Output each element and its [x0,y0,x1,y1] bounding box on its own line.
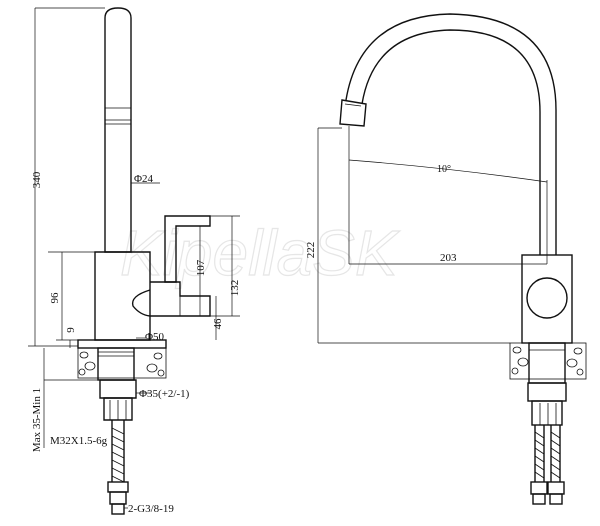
dim-lever-height: 46 [212,318,224,330]
spout-arc-outer [345,13,557,255]
dim-reach: 203 [440,252,457,264]
spout-tube [104,7,132,253]
faucet-body-front [521,254,573,344]
supply-hose [107,420,129,515]
dim-body-height: 96 [49,292,61,304]
countertop-section-right [511,346,584,376]
dim-outlet-height: 222 [305,242,317,259]
front-view: 10° 203 222 [305,13,587,505]
countertop-section [78,351,165,377]
rotation-arc [348,159,548,183]
dim-total-height: 340 [31,171,43,188]
dim-hole-diameter: Φ35(+2/-1) [139,388,190,400]
handle-knob [526,277,568,319]
dim-spout-diameter: Φ24 [134,173,154,185]
dim-hose: 2-G3/8-19 [128,503,174,515]
aerator [339,99,367,127]
dim-countertop-thickness: Max 35-Min 1 [31,388,43,452]
watermark: KipellaSK [120,217,401,289]
dim-base-height: 9 [65,327,77,333]
dim-thread: M32X1.5-6g [50,435,108,447]
dim-handle-to-base: 132 [229,280,241,297]
shank [97,347,135,381]
mounting-nut [99,379,137,399]
spout-arc-inner [361,29,541,255]
dim-base-diameter: Φ50 [145,331,165,343]
dim-rotation-angle: 10° [437,164,451,175]
dim-handle-height: 107 [195,259,207,276]
side-view: 340 Φ24 107 132 96 46 9 Φ50 Φ35(+2/-1) M… [28,7,241,515]
supply-hoses-front [530,425,565,505]
